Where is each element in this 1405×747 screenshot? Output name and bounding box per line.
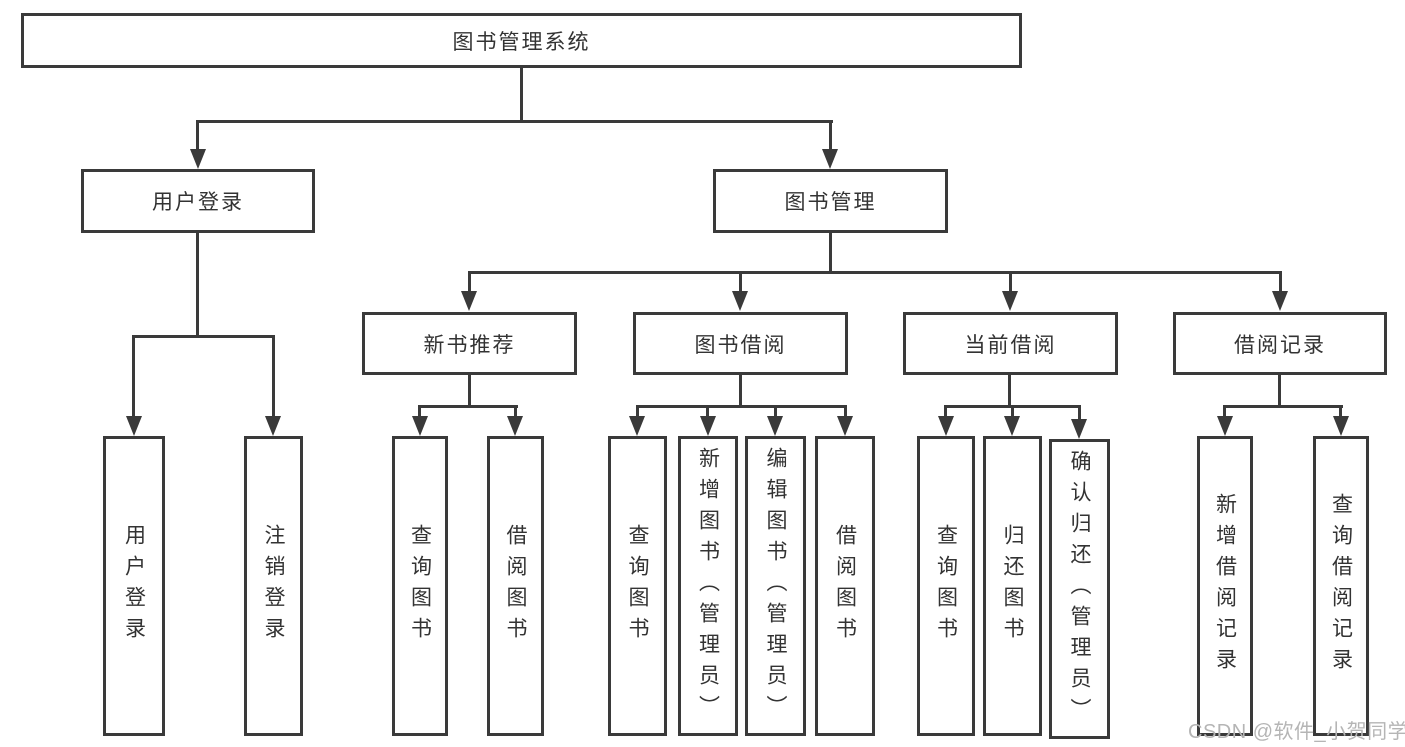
- connector-drop: [1011, 405, 1014, 418]
- connector-drop: [1223, 405, 1226, 418]
- connector-drop: [1279, 271, 1282, 293]
- node-book-borrow-label: 图书借阅: [694, 333, 787, 357]
- leaf-newbook-query-books: 查询图书: [392, 436, 448, 736]
- arrow-down-icon: [1002, 291, 1018, 311]
- connector-borrow-record-branch: [1223, 405, 1343, 408]
- node-user-login-label: 用户登录: [152, 191, 244, 214]
- leaf-current-return-books-label: 归还图书: [1001, 524, 1024, 648]
- connector-drop: [706, 405, 709, 418]
- node-borrow-record: 借阅记录: [1173, 312, 1387, 375]
- arrow-down-icon: [461, 291, 477, 311]
- connector-book-management-branch: [468, 271, 1282, 274]
- connector-drop: [418, 405, 421, 418]
- leaf-borrow-add-books-admin: 新增图书（管理员）: [678, 436, 738, 736]
- leaf-record-query-borrow-record-label: 查询借阅记录: [1329, 493, 1353, 679]
- connector-drop: [514, 405, 517, 418]
- leaf-record-add-borrow-record-label: 新增借阅记录: [1213, 493, 1237, 679]
- arrow-down-icon: [837, 416, 853, 436]
- connector-drop: [1078, 405, 1081, 421]
- node-current-borrow: 当前借阅: [903, 312, 1118, 375]
- arrow-down-icon: [126, 416, 142, 436]
- connector-drop: [272, 335, 275, 418]
- leaf-newbook-query-books-label: 查询图书: [408, 524, 432, 648]
- arrow-down-icon: [1333, 416, 1349, 436]
- leaf-user-login: 用户登录: [103, 436, 165, 736]
- arrow-down-icon: [822, 149, 838, 169]
- leaf-borrow-borrow-books: 借阅图书: [815, 436, 875, 736]
- leaf-borrow-query-books-label: 查询图书: [626, 524, 649, 648]
- node-library-system-label: 图书管理系统: [452, 30, 591, 54]
- connector-drop: [468, 271, 471, 293]
- node-new-book-recommend-label: 新书推荐: [423, 333, 516, 357]
- node-current-borrow-label: 当前借阅: [964, 333, 1057, 357]
- arrow-down-icon: [700, 416, 716, 436]
- connector-drop: [774, 405, 777, 418]
- leaf-borrow-edit-books-admin: 编辑图书（管理员）: [745, 436, 806, 736]
- leaf-current-return-books: 归还图书: [983, 436, 1042, 736]
- connector-drop: [1339, 405, 1342, 418]
- leaf-newbook-borrow-books: 借阅图书: [487, 436, 544, 736]
- connector-borrow-record-stem: [1278, 375, 1281, 408]
- leaf-record-add-borrow-record: 新增借阅记录: [1197, 436, 1253, 736]
- leaf-logout-login-label: 注销登录: [262, 524, 285, 648]
- leaf-borrow-borrow-books-label: 借阅图书: [833, 524, 857, 648]
- connector-drop: [1009, 271, 1012, 293]
- connector-drop: [636, 405, 639, 418]
- leaf-borrow-edit-books-admin-label: 编辑图书（管理员）: [764, 446, 787, 726]
- arrow-down-icon: [1272, 291, 1288, 311]
- connector-book-borrow-branch: [636, 405, 847, 408]
- connector-book-management-stem: [829, 233, 832, 274]
- arrow-down-icon: [1071, 419, 1087, 439]
- csdn-watermark: CSDN @软件_小贺同学: [1188, 721, 1405, 743]
- arrow-down-icon: [732, 291, 748, 311]
- arrow-down-icon: [767, 416, 783, 436]
- arrow-down-icon: [190, 149, 206, 169]
- leaf-user-login-label: 用户登录: [122, 524, 146, 648]
- node-library-system: 图书管理系统: [21, 13, 1022, 68]
- connector-user-login-branch: [132, 335, 275, 338]
- connector-new-book-branch: [418, 405, 518, 408]
- leaf-current-confirm-return-admin-label: 确认归还（管理员）: [1068, 449, 1091, 729]
- connector-drop: [944, 405, 947, 418]
- connector-user-login-stem: [196, 233, 199, 338]
- leaf-borrow-add-books-admin-label: 新增图书（管理员）: [696, 446, 720, 726]
- arrow-down-icon: [1004, 416, 1020, 436]
- leaf-record-query-borrow-record: 查询借阅记录: [1313, 436, 1369, 736]
- leaf-current-confirm-return-admin: 确认归还（管理员）: [1049, 439, 1110, 739]
- arrow-down-icon: [507, 416, 523, 436]
- node-borrow-record-label: 借阅记录: [1234, 333, 1326, 357]
- leaf-current-query-books-label: 查询图书: [934, 524, 958, 648]
- arrow-down-icon: [412, 416, 428, 436]
- connector-drop: [739, 271, 742, 293]
- arrow-down-icon: [265, 416, 281, 436]
- connector-drop: [829, 120, 832, 151]
- node-book-management-label: 图书管理: [784, 191, 877, 214]
- node-new-book-recommend: 新书推荐: [362, 312, 577, 375]
- node-user-login: 用户登录: [81, 169, 315, 233]
- leaf-borrow-query-books: 查询图书: [608, 436, 667, 736]
- connector-root-branch: [196, 120, 833, 123]
- connector-root-stem: [520, 68, 523, 123]
- node-book-borrow: 图书借阅: [633, 312, 848, 375]
- connector-book-borrow-stem: [739, 375, 742, 408]
- connector-new-book-stem: [468, 375, 471, 408]
- arrow-down-icon: [629, 416, 645, 436]
- connector-drop: [132, 335, 135, 418]
- connector-drop: [844, 405, 847, 418]
- node-book-management: 图书管理: [713, 169, 948, 233]
- arrow-down-icon: [1217, 416, 1233, 436]
- leaf-logout-login: 注销登录: [244, 436, 303, 736]
- leaf-newbook-borrow-books-label: 借阅图书: [504, 524, 527, 648]
- connector-current-borrow-stem: [1008, 375, 1011, 408]
- arrow-down-icon: [938, 416, 954, 436]
- connector-drop: [196, 120, 199, 151]
- leaf-current-query-books: 查询图书: [917, 436, 975, 736]
